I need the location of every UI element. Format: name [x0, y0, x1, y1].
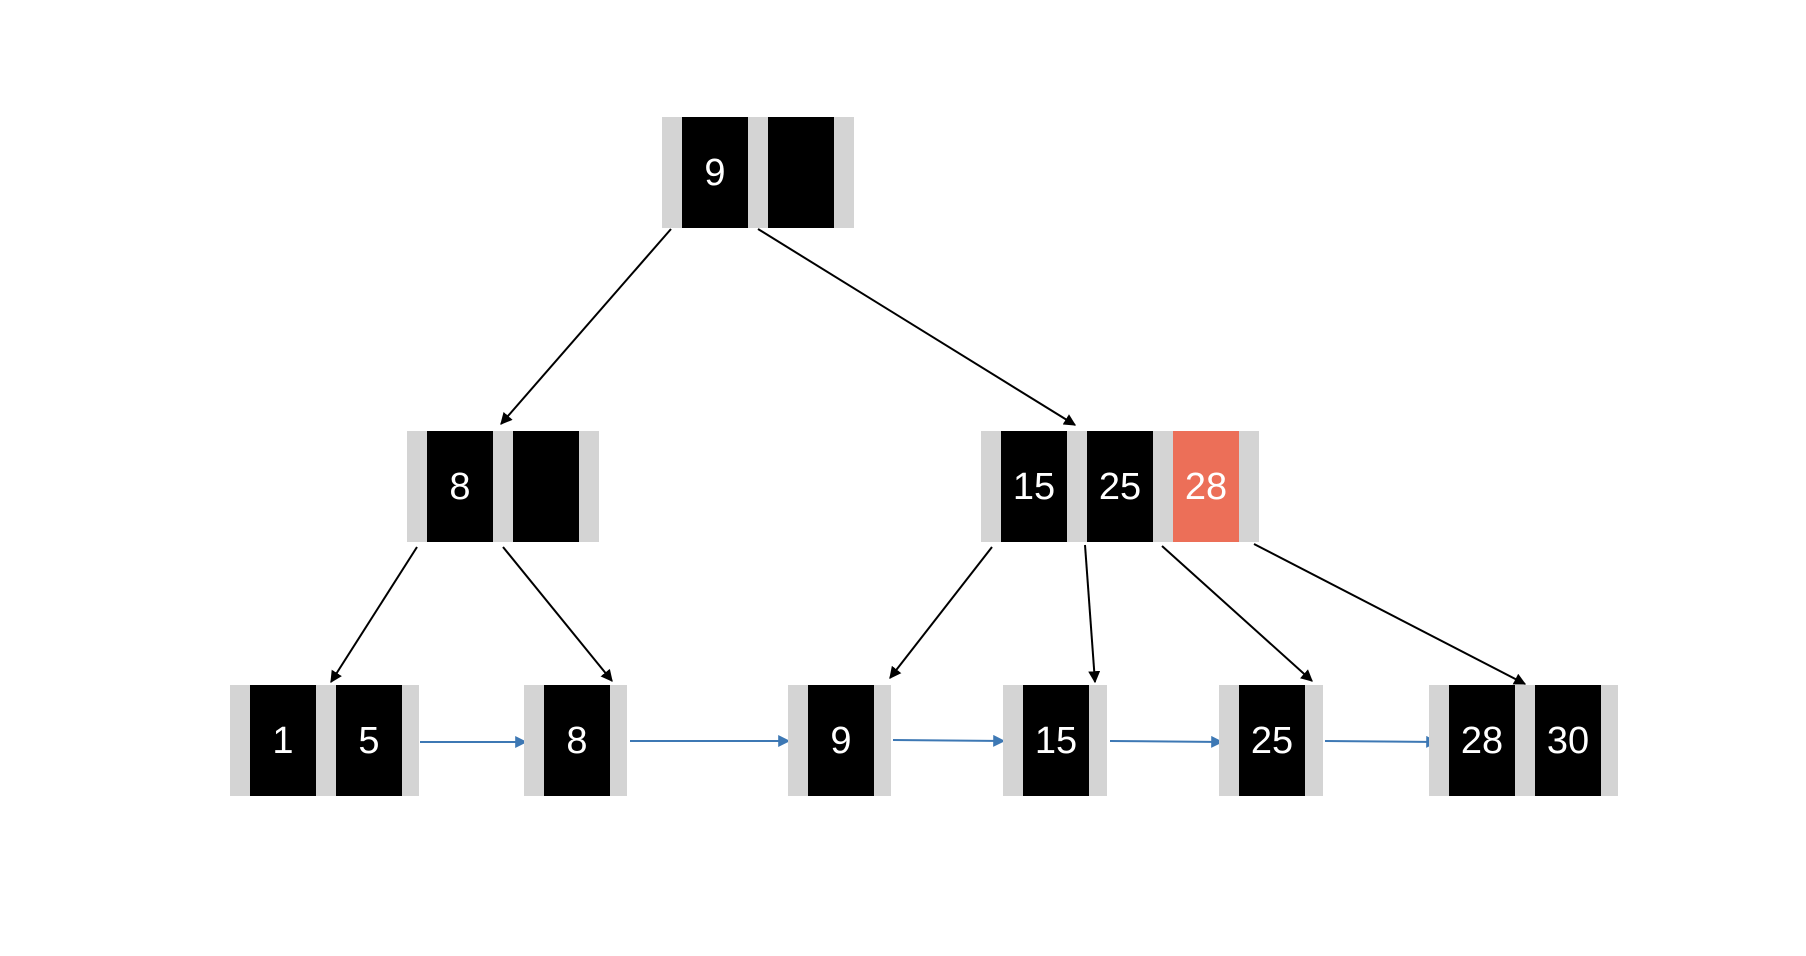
root-pointer-2	[834, 117, 854, 228]
internal-right-key-label-highlighted: 28	[1185, 466, 1227, 508]
leaf-4-pointer-1	[1089, 685, 1107, 796]
leaf-node-1: 1 5	[230, 685, 419, 796]
leaf-6-key-cell-1	[1535, 685, 1601, 796]
root-key-cell-1	[768, 117, 834, 228]
leaf-4-pointer-0	[1003, 685, 1023, 796]
leaf-3-pointer-0	[788, 685, 808, 796]
link-leaf-4-to-leaf-5	[1109, 735, 1224, 748]
root-key-label: 9	[704, 152, 725, 194]
leaf-node-5: 25	[1219, 685, 1323, 796]
edge-left-to-leaf-1	[330, 546, 418, 684]
leaf-4-key-cell-0	[1023, 685, 1089, 796]
leaf-3-key-label: 9	[830, 720, 851, 762]
root-pointer-1	[748, 117, 768, 228]
edge-right-to-leaf-4	[1084, 544, 1101, 684]
edge-left-to-leaf-2	[502, 546, 613, 682]
leaf-6-pointer-1	[1515, 685, 1535, 796]
internal-node-left: 8	[407, 431, 599, 542]
internal-right-pointer-3	[1239, 431, 1259, 542]
edge-right-to-leaf-6	[1253, 543, 1527, 685]
edge-right-to-leaf-3	[889, 546, 993, 679]
leaf-2-key-cell-0	[544, 685, 610, 796]
internal-left-pointer-1	[493, 431, 513, 542]
leaf-node-3: 9	[788, 685, 891, 796]
leaf-6-key-label: 30	[1547, 720, 1589, 762]
leaf-node-6: 28 30	[1429, 685, 1618, 796]
edge-root-to-right	[757, 228, 1077, 426]
tree-edges	[330, 228, 1527, 685]
internal-left-pointer-0	[407, 431, 427, 542]
leaf-2-pointer-0	[524, 685, 544, 796]
leaf-1-key-label: 5	[358, 720, 379, 762]
leaf-1-pointer-1	[316, 685, 336, 796]
leaf-links	[420, 734, 1439, 748]
leaf-6-pointer-0	[1429, 685, 1449, 796]
link-leaf-3-to-leaf-4	[892, 734, 1006, 747]
leaf-5-key-label: 25	[1251, 720, 1293, 762]
root-key-cell-0	[682, 117, 748, 228]
leaf-node-4: 15	[1003, 685, 1107, 796]
internal-left-pointer-2	[579, 431, 599, 542]
internal-right-pointer-0	[981, 431, 1001, 542]
internal-left-key-cell-1	[513, 431, 579, 542]
leaf-5-key-cell-0	[1239, 685, 1305, 796]
leaf-3-key-cell-0	[808, 685, 874, 796]
root-pointer-0	[662, 117, 682, 228]
internal-right-key-cell-1	[1087, 431, 1153, 542]
internal-right-key-cell-0	[1001, 431, 1067, 542]
internal-right-key-label: 25	[1099, 466, 1141, 508]
internal-left-key-cell-0	[427, 431, 493, 542]
edge-root-to-left	[500, 228, 672, 425]
leaf-node-2: 8	[524, 685, 627, 796]
internal-left-key-label: 8	[449, 466, 470, 508]
internal-right-pointer-1	[1067, 431, 1087, 542]
leaf-6-pointer-2	[1601, 685, 1618, 796]
leaf-6-key-label: 28	[1461, 720, 1503, 762]
leaf-2-pointer-1	[610, 685, 627, 796]
leaf-1-key-cell-1	[336, 685, 402, 796]
internal-node-right: 15 25 28	[981, 431, 1259, 542]
leaf-1-key-cell-0	[250, 685, 316, 796]
root-node: 9	[662, 117, 854, 228]
link-leaf-5-to-leaf-6	[1324, 735, 1439, 748]
leaf-2-key-label: 8	[566, 720, 587, 762]
leaf-1-key-label: 1	[272, 720, 293, 762]
leaf-1-pointer-2	[402, 685, 419, 796]
internal-right-key-cell-2-highlight	[1173, 431, 1239, 542]
edge-right-to-leaf-5	[1161, 545, 1313, 682]
internal-right-pointer-2	[1153, 431, 1173, 542]
leaf-1-pointer-0	[230, 685, 250, 796]
leaf-3-pointer-1	[874, 685, 891, 796]
internal-right-key-label: 15	[1013, 466, 1055, 508]
leaf-6-key-cell-0	[1449, 685, 1515, 796]
leaf-4-key-label: 15	[1035, 720, 1077, 762]
leaf-5-pointer-1	[1305, 685, 1323, 796]
leaf-5-pointer-0	[1219, 685, 1239, 796]
